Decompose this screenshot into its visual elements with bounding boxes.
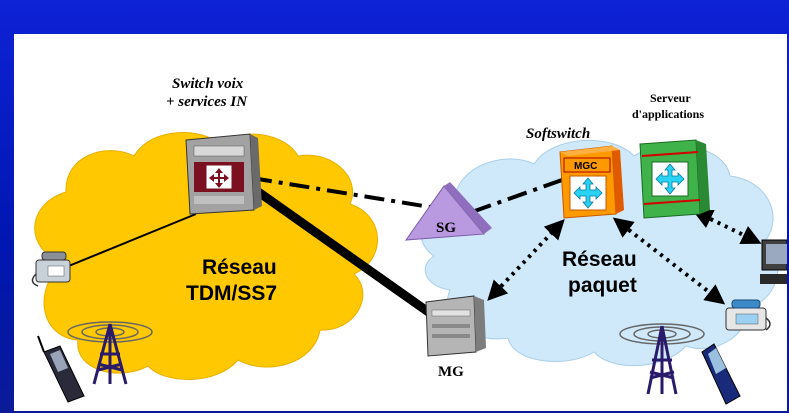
mobile-phone-icon[interactable]	[701, 343, 741, 405]
mgc-icon[interactable]: MGC	[559, 145, 624, 219]
mg-label: MG	[438, 364, 464, 380]
phone-switch-link	[53, 213, 197, 273]
tdm-network-cloud	[34, 132, 378, 381]
mobile-phone-icon[interactable]	[37, 335, 85, 403]
switch-icon[interactable]	[185, 133, 262, 215]
telephone-icon[interactable]	[31, 251, 71, 287]
tdm-network-label-line2: TDM/SS7	[186, 282, 277, 305]
switch-label-line2: + services IN	[166, 94, 248, 110]
server-label-line2: d'applications	[632, 107, 704, 121]
switch-mg-trunk	[247, 182, 437, 320]
switch-sg-signaling	[251, 176, 437, 210]
connections	[53, 176, 762, 320]
mgc-label: MGC	[574, 161, 597, 172]
antenna-tower-icon	[67, 321, 153, 385]
sg-mgc-signaling	[471, 178, 563, 214]
antenna-tower-icon	[619, 323, 705, 395]
server-icon[interactable]	[639, 139, 710, 219]
server-label-line1: Serveur	[650, 91, 691, 105]
softswitch-label: Softswitch	[526, 126, 590, 142]
network-diagram: SG MG MGC	[31, 76, 787, 405]
packet-network-label-line1: Réseau	[562, 248, 637, 271]
server-computer-link	[692, 209, 762, 245]
computer-icon[interactable]	[760, 239, 787, 284]
diagram-canvas: SG MG MGC	[14, 34, 787, 411]
sg-label: SG	[436, 220, 456, 236]
mg-icon[interactable]: MG	[425, 295, 486, 380]
telephone-icon[interactable]	[725, 299, 771, 331]
packet-network-label-line2: paquet	[568, 274, 637, 297]
mg-mgc-control	[487, 219, 565, 301]
switch-label-line1: Switch voix	[172, 76, 244, 92]
tdm-network-label-line1: Réseau	[202, 256, 277, 279]
sg-icon[interactable]: SG	[404, 182, 492, 241]
